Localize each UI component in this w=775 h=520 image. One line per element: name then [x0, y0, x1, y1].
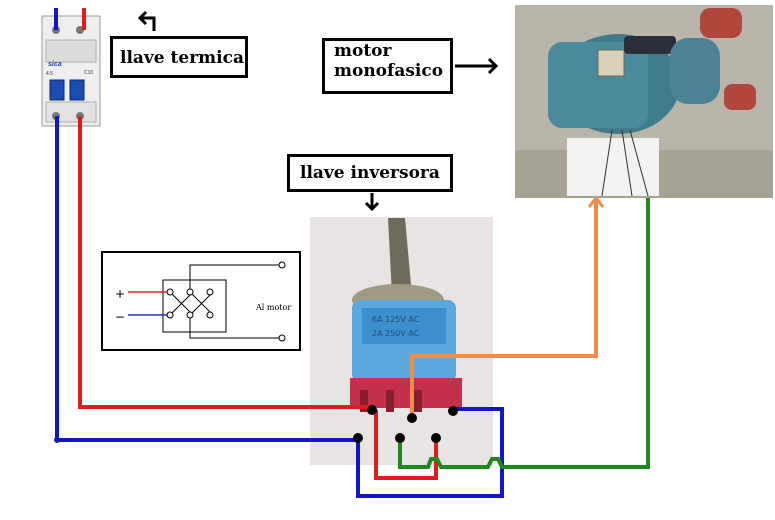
terminal-dot: [448, 406, 458, 416]
label-motor-monofasico: motor monofasico: [322, 38, 453, 94]
schematic-plus: +: [115, 287, 125, 301]
label-motor-line1: motor: [334, 41, 392, 61]
arrow-termica: [137, 10, 156, 31]
schematic-output-label: Al motor: [255, 303, 291, 312]
label-llave-inversora-text: llave inversora: [300, 163, 440, 183]
label-llave-inversora: llave inversora: [287, 154, 453, 192]
arrow-inversora: [364, 193, 380, 212]
label-llave-termica: llave termica: [110, 36, 248, 78]
circuit-breaker: sica C10 4.5: [41, 15, 101, 127]
terminal-dot: [54, 437, 60, 443]
motor-photo: [515, 5, 773, 198]
terminal-dot: [395, 433, 405, 443]
terminal-dot: [431, 433, 441, 443]
terminal-dot: [407, 413, 417, 423]
terminal-dot: [367, 405, 377, 415]
switch-schematic: + − Al motor: [101, 251, 301, 351]
wiring: [54, 8, 650, 498]
pointer-arrows: [137, 10, 499, 212]
toggle-switch-photo: 6A 125V AC 2A 250V AC: [310, 217, 493, 465]
breaker-poles: 4.5: [46, 71, 53, 77]
label-motor-line2: monofasico: [334, 61, 444, 81]
arrow-motor: [455, 57, 499, 75]
blue-wire-bridge: [356, 407, 504, 498]
orange-wire: [410, 199, 598, 418]
switch-print-line2: 2A 250V AC: [372, 329, 420, 338]
switch-print-line1: 6A 125V AC: [372, 315, 420, 324]
green-wire: [398, 198, 650, 469]
breaker-rating: C10: [84, 70, 93, 76]
breaker-brand: sica: [48, 61, 62, 68]
label-llave-termica-text: llave termica: [120, 48, 244, 68]
wire-arrow-orange: [587, 195, 605, 208]
terminal-dot: [353, 433, 363, 443]
schematic-minus: −: [115, 310, 125, 324]
